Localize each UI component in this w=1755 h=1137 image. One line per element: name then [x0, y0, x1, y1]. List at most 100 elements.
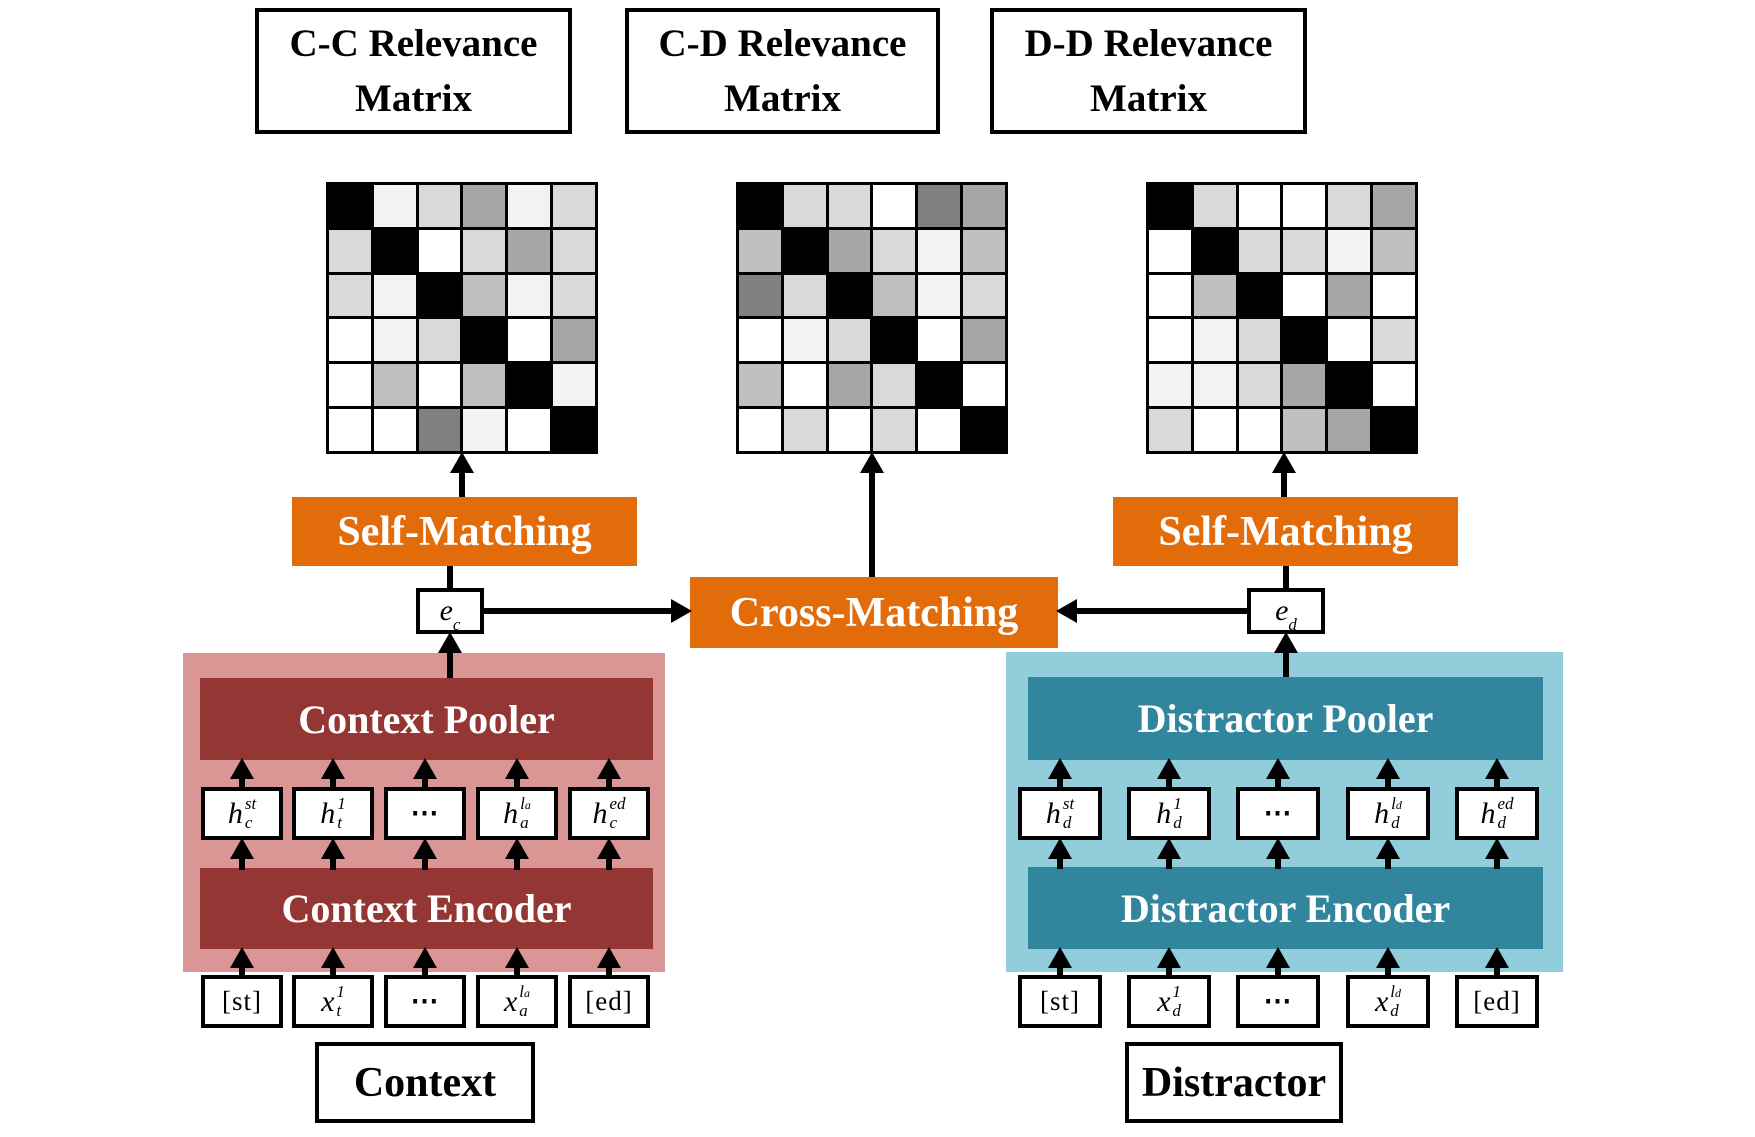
matrix-cell	[739, 319, 781, 362]
context-pooler-label: Context Pooler	[298, 696, 555, 742]
matrix-cell	[963, 319, 1005, 362]
matrix-cell	[1283, 185, 1326, 227]
arrow-hidden-to-context-pooler-1-line	[239, 776, 245, 789]
matrix-cell	[1238, 319, 1281, 362]
arrow-hidden-to-context-pooler-1-head	[230, 758, 254, 779]
arrow-context-pooler-to-ec-line	[447, 650, 453, 678]
arrow-hidden-to-context-pooler-4-head	[505, 758, 529, 779]
arrow-ed-to-crossmatch-head	[1056, 599, 1077, 623]
matrix-cell	[508, 185, 551, 227]
arrow-input-to-context-encoder-5-line	[606, 965, 612, 977]
matrix-cell	[1238, 274, 1281, 317]
matrix-cell	[463, 319, 506, 362]
arrow-input-to-distractor-encoder-5-head	[1485, 947, 1509, 968]
cc-relevance-matrix-label-text: C-C Relevance Matrix	[289, 21, 538, 120]
cd-relevance-matrix	[736, 182, 1008, 454]
arrow-crossmatch-to-cd-matrix-head	[860, 452, 884, 473]
arrow-selfmatch-to-cc-matrix-head	[450, 452, 474, 473]
matrix-cell	[1149, 319, 1191, 362]
matrix-cell	[739, 274, 781, 317]
matrix-cell	[963, 229, 1005, 272]
line-ec-to-selfmatch-left	[447, 566, 453, 590]
matrix-cell	[463, 229, 506, 272]
distractor-source-label: Distractor	[1141, 1059, 1327, 1106]
arrow-selfmatch-to-cc-matrix-line	[459, 470, 465, 497]
matrix-cell	[873, 409, 916, 451]
matrix-cell	[1149, 229, 1191, 272]
matrix-cell	[553, 274, 595, 317]
matrix-cell	[873, 185, 916, 227]
arrow-hidden-to-context-pooler-3-line	[422, 776, 428, 789]
arrow-hidden-to-context-pooler-4-line	[514, 776, 520, 789]
matrix-cell	[918, 409, 961, 451]
token-label: ⋯	[410, 985, 440, 1017]
matrix-cell	[963, 364, 1005, 407]
self-matching-left-block: Self-Matching	[292, 497, 637, 566]
arrow-input-to-context-encoder-3-head	[413, 947, 437, 968]
matrix-cell	[329, 319, 371, 362]
arrow-context-pooler-to-ec-head	[438, 632, 462, 653]
matrix-cell	[463, 409, 506, 451]
arrow-input-to-distractor-encoder-2-head	[1157, 947, 1181, 968]
arrow-context-encoder-to-hidden-4-line	[514, 856, 520, 870]
matrix-cell	[418, 409, 461, 451]
matrix-cell	[1373, 409, 1415, 451]
matrix-cell	[873, 274, 916, 317]
matrix-cell	[783, 274, 826, 317]
matrix-cell	[828, 364, 871, 407]
arrow-context-encoder-to-hidden-4-head	[505, 838, 529, 859]
matrix-cell	[739, 229, 781, 272]
matrix-cell	[1373, 274, 1415, 317]
matrix-cell	[1283, 274, 1326, 317]
token-label: [ed]	[585, 986, 633, 1016]
arrow-context-encoder-to-hidden-1-line	[239, 856, 245, 870]
distractor-pooler-block: Distractor Pooler	[1028, 677, 1543, 760]
matrix-cell	[1283, 319, 1326, 362]
matrix-cell	[783, 319, 826, 362]
arrow-selfmatch-to-dd-matrix-head	[1272, 452, 1296, 473]
matrix-cell	[508, 319, 551, 362]
matrix-cell	[373, 274, 416, 317]
matrix-cell	[918, 185, 961, 227]
matrix-cell	[1283, 364, 1326, 407]
arrow-selfmatch-to-dd-matrix-line	[1281, 470, 1287, 497]
arrow-crossmatch-to-cd-matrix-line	[869, 470, 875, 577]
matrix-cell	[1238, 364, 1281, 407]
arrow-ec-to-crossmatch-line	[482, 608, 674, 614]
matrix-cell	[373, 185, 416, 227]
matrix-cell	[1328, 364, 1371, 407]
arrow-distractor-encoder-to-hidden-3-head	[1266, 838, 1290, 859]
matrix-cell	[329, 274, 371, 317]
matrix-cell	[1238, 409, 1281, 451]
arrow-distractor-encoder-to-hidden-5-head	[1485, 838, 1509, 859]
arrow-hidden-to-context-pooler-2-head	[321, 758, 345, 779]
cd-relevance-matrix-label: C-D Relevance Matrix	[625, 8, 940, 134]
context-hidden-state-3: ⋯	[384, 787, 466, 840]
arrow-context-encoder-to-hidden-2-line	[330, 856, 336, 870]
matrix-cell	[329, 409, 371, 451]
context-input-token-5: [ed]	[568, 975, 650, 1028]
token-label: [ed]	[1473, 986, 1521, 1016]
token-label: [st]	[1040, 986, 1080, 1016]
arrow-input-to-context-encoder-2-line	[330, 965, 336, 977]
matrix-cell	[873, 364, 916, 407]
matrix-cell	[329, 364, 371, 407]
matrix-cell	[1149, 409, 1191, 451]
matrix-cell	[373, 229, 416, 272]
matrix-cell	[1193, 364, 1236, 407]
matrix-cell	[918, 229, 961, 272]
